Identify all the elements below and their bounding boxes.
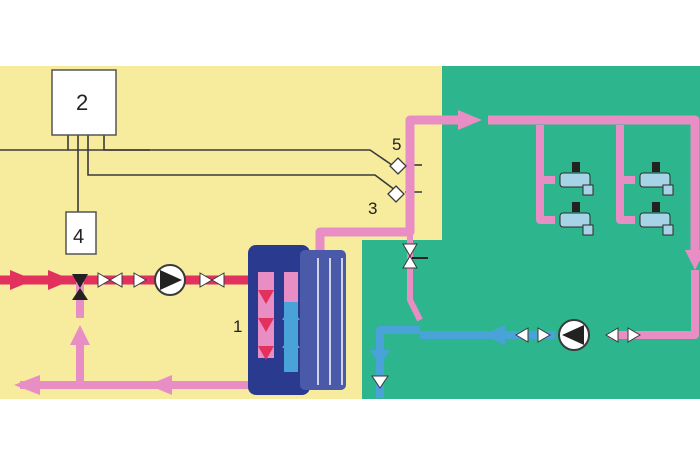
up-arrow-icon	[70, 325, 90, 345]
fitting-icon	[605, 327, 619, 343]
heat-exchanger: 1	[233, 245, 346, 395]
fitting-icon	[627, 327, 641, 343]
return-arrow-icon	[14, 375, 40, 395]
primary-fittings	[97, 272, 225, 288]
fitting-icon	[515, 327, 529, 343]
up-arrow-icon-hx	[282, 334, 300, 348]
actuator-box: 4	[65, 211, 97, 255]
fitting-icon	[371, 375, 389, 389]
secondary-fittings	[371, 243, 641, 389]
controller-box: 2	[51, 69, 117, 136]
return-arrow-icon-2	[148, 375, 172, 395]
tap-icon	[639, 202, 674, 236]
fitting-icon	[97, 272, 111, 288]
inlet-arrow-icon	[10, 270, 34, 290]
outlet-arrow-icon	[458, 110, 482, 130]
fitting-icon	[109, 272, 123, 288]
supply-arrow-icon	[48, 270, 72, 290]
secondary-pump-icon	[558, 319, 590, 351]
controller-label: 2	[76, 90, 88, 115]
fitting-icon	[402, 255, 418, 269]
down-arrow-icon	[258, 290, 274, 304]
sensor-lower-label: 3	[368, 199, 377, 218]
down-arrow-icon	[258, 346, 274, 360]
primary-pump-icon	[154, 264, 186, 296]
tap-icon	[639, 162, 674, 196]
down-arrow-icon	[258, 318, 274, 332]
secondary-zone-lower	[362, 240, 442, 399]
flow-arrows-primary	[10, 110, 482, 395]
heat-exchanger-label: 1	[233, 317, 242, 336]
sensor-lower: 3	[368, 185, 405, 218]
left-arrow-icon-cold	[483, 325, 505, 345]
up-arrow-icon-hx	[282, 306, 300, 320]
down-arrow-icon-secondary	[685, 250, 700, 270]
sensor-upper: 5	[389, 135, 407, 175]
fitting-icon	[537, 327, 551, 343]
down-arrow-icon-cold	[370, 350, 390, 366]
fitting-icon	[211, 272, 225, 288]
fitting-icon	[402, 243, 418, 257]
tap-icon	[559, 162, 594, 196]
tap-icon	[559, 202, 594, 236]
actuator-label: 4	[73, 226, 84, 248]
fitting-icon	[133, 272, 147, 288]
flow-arrows-secondary	[370, 250, 700, 366]
sensor-upper-label: 5	[392, 135, 401, 154]
fitting-icon	[199, 272, 213, 288]
three-way-valve-icon	[72, 274, 88, 300]
